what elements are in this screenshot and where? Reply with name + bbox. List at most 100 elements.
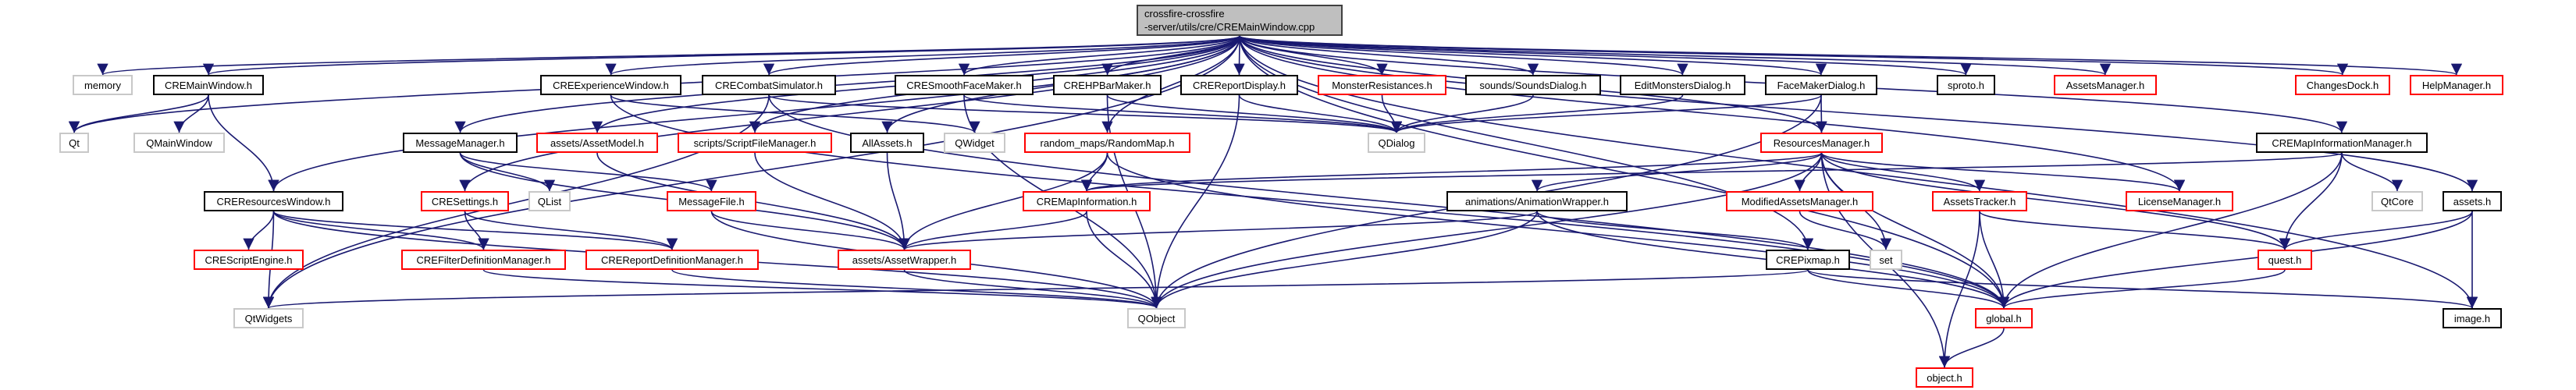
node-randommap[interactable]: random_maps/RandomMap.h [1024, 133, 1190, 153]
node-qtwidgets[interactable]: QtWidgets [233, 308, 304, 328]
edge-root-to-creexperiencewindow [605, 35, 1240, 76]
edge-randommap-to-global [1106, 152, 2010, 309]
node-modifiedassetsmanager[interactable]: ModifiedAssetsManager.h [1726, 191, 1873, 211]
node-qobject[interactable]: QObject [1127, 308, 1186, 328]
edge-quest-to-global [1998, 269, 2286, 309]
node-helpmanager[interactable]: HelpManager.h [2410, 75, 2503, 95]
node-qt[interactable]: Qt [59, 133, 89, 153]
edge-root-to-cresmoothfacemaker [959, 35, 1240, 76]
node-cremainwindow[interactable]: CREMainWindow.h [153, 75, 264, 95]
node-assets[interactable]: assets.h [2443, 191, 2502, 211]
edge-crereportdefinitionmanager-to-qobject [671, 269, 1162, 309]
node-messagemanager[interactable]: MessageManager.h [403, 133, 518, 153]
node-crereportdefinitionmanager[interactable]: CREReportDefinitionManager.h [585, 250, 759, 270]
edge-cremapinformation-to-assetwrapper [898, 211, 1087, 250]
edge-crepixmap-to-qtwidgets [264, 269, 1809, 309]
edge-crereportdisplay-to-qobject [1151, 94, 1240, 309]
node-qtcore[interactable]: QtCore [2371, 191, 2423, 211]
edge-assets-to-quest [2279, 211, 2473, 250]
node-changesdock[interactable]: ChangesDock.h [2295, 75, 2390, 95]
node-set[interactable]: set [1870, 250, 1902, 270]
edge-crefilterdefinitionmanager-to-qobject [482, 269, 1162, 309]
node-memory[interactable]: memory [73, 75, 133, 95]
edge-resourcesmanager-to-assetstracker [1820, 152, 1986, 192]
edge-messagefile-to-assetwrapper [710, 211, 910, 250]
edge-cresettings-to-crereportdefinitionmanager [464, 211, 678, 250]
node-crehpbarmaker[interactable]: CREHPBarMaker.h [1053, 75, 1162, 95]
edge-scriptfilemanager-to-assetwrapper [754, 152, 910, 250]
node-cresettings[interactable]: CRESettings.h [421, 191, 509, 211]
node-assetmodel[interactable]: assets/AssetModel.h [536, 133, 658, 153]
edge-cremainwindow-to-qmainwindow [173, 94, 209, 133]
edge-facemakerdialog-to-qdialog [1391, 94, 1822, 133]
edge-cremapinformationmanager-to-qtcore [2341, 152, 2403, 192]
edge-creexperiencewindow-to-qwidget [610, 94, 980, 133]
node-qmainwindow[interactable]: QMainWindow [133, 133, 225, 153]
edge-assets-to-global [1998, 211, 2473, 309]
edge-root-to-licensemanager [1239, 35, 2186, 192]
edge-root-to-soundsdialog [1239, 35, 1539, 76]
edge-crereportdisplay-to-qdialog [1238, 94, 1403, 133]
node-allassets[interactable]: AllAssets.h [850, 133, 924, 153]
edge-creresourceswindow-to-crereportdefinitionmanager [272, 211, 678, 250]
node-global[interactable]: global.h [1975, 308, 2033, 328]
edge-cresmoothfacemaker-to-qdialog [963, 94, 1402, 133]
node-soundsdialog[interactable]: sounds/SoundsDialog.h [1465, 75, 1601, 95]
edge-root-to-assets [1239, 35, 2478, 192]
node-facemakerdialog[interactable]: FaceMakerDialog.h [1765, 75, 1877, 95]
node-crereportdisplay[interactable]: CREReportDisplay.h [1180, 75, 1298, 95]
node-assetsmanager[interactable]: AssetsManager.h [2054, 75, 2157, 95]
edge-crecombatsimulator-to-global [768, 94, 2010, 309]
node-cremapinformation[interactable]: CREMapInformation.h [1023, 191, 1151, 211]
edge-crecombatsimulator-to-qtwidgets [262, 94, 770, 309]
node-assetwrapper[interactable]: assets/AssetWrapper.h [838, 250, 971, 270]
edge-cremainwindow-to-creresourceswindow [208, 94, 279, 192]
node-image[interactable]: image.h [2443, 308, 2502, 328]
edge-assetstracker-to-global [1979, 211, 2010, 309]
node-qdialog[interactable]: QDialog [1368, 133, 1425, 153]
node-qlist[interactable]: QList [528, 191, 571, 211]
node-crescriptengine[interactable]: CREScriptEngine.h [194, 250, 304, 270]
node-creresourceswindow[interactable]: CREResourcesWindow.h [204, 191, 343, 211]
node-scriptfilemanager[interactable]: scripts/ScriptFileManager.h [678, 133, 832, 153]
node-qwidget[interactable]: QWidget [944, 133, 1005, 153]
edge-facemakerdialog-to-resourcesmanager [1816, 94, 1827, 133]
node-crecombatsimulator[interactable]: CRECombatSimulator.h [702, 75, 836, 95]
edge-creresourceswindow-to-crescriptengine [243, 211, 275, 250]
edge-allassets-to-assetwrapper [886, 152, 910, 250]
node-root[interactable]: crossfire-crossfire -server/utils/cre/CR… [1137, 5, 1343, 36]
edge-global-to-object [1938, 328, 2005, 368]
node-licensemanager[interactable]: LicenseManager.h [2126, 191, 2233, 211]
edge-cremapinformation-to-qobject [1086, 211, 1162, 309]
node-sproto[interactable]: sproto.h [1937, 75, 1995, 95]
node-cresmoothfacemaker[interactable]: CRESmoothFaceMaker.h [895, 75, 1034, 95]
edge-resourcesmanager-to-licensemanager [1820, 152, 2185, 192]
node-object[interactable]: object.h [1916, 367, 1973, 388]
node-assetstracker[interactable]: AssetsTracker.h [1932, 191, 2027, 211]
edge-root-to-cremainwindow [203, 35, 1240, 76]
edge-cremapinformationmanager-to-cremapinformation [1081, 152, 2343, 192]
node-crefilterdefinitionmanager[interactable]: CREFilterDefinitionManager.h [401, 250, 566, 270]
node-monsterresistances[interactable]: MonsterResistances.h [1318, 75, 1446, 95]
node-quest[interactable]: quest.h [2258, 250, 2312, 270]
node-animationwrapper[interactable]: animations/AnimationWrapper.h [1446, 191, 1628, 211]
edge-crehpbarmaker-to-qdialog [1106, 94, 1402, 133]
edge-animationwrapper-to-assetwrapper [898, 211, 1538, 250]
edge-root-to-messagemanager [454, 35, 1240, 133]
node-creexperiencewindow[interactable]: CREExperienceWindow.h [540, 75, 681, 95]
edge-modifiedassetsmanager-to-set [1799, 211, 1892, 250]
edge-root-to-helpmanager [1239, 35, 2462, 76]
edge-resourcesmanager-to-qobject [1151, 152, 1823, 309]
edge-crepixmap-to-global [1807, 269, 2010, 309]
edge-animationwrapper-to-qobject [1151, 211, 1538, 309]
edge-editmonstersdialog-to-qdialog [1391, 94, 1684, 133]
edge-root-to-memory [98, 35, 1240, 76]
node-crepixmap[interactable]: CREPixmap.h [1766, 250, 1850, 270]
edge-assetstracker-to-object [1938, 211, 1980, 368]
node-editmonstersdialog[interactable]: EditMonstersDialog.h [1620, 75, 1745, 95]
node-messagefile[interactable]: MessageFile.h [667, 191, 756, 211]
edge-messagemanager-to-messagefile [459, 152, 717, 192]
node-cremapinformationmanager[interactable]: CREMapInformationManager.h [2256, 133, 2428, 153]
node-resourcesmanager[interactable]: ResourcesManager.h [1760, 133, 1883, 153]
